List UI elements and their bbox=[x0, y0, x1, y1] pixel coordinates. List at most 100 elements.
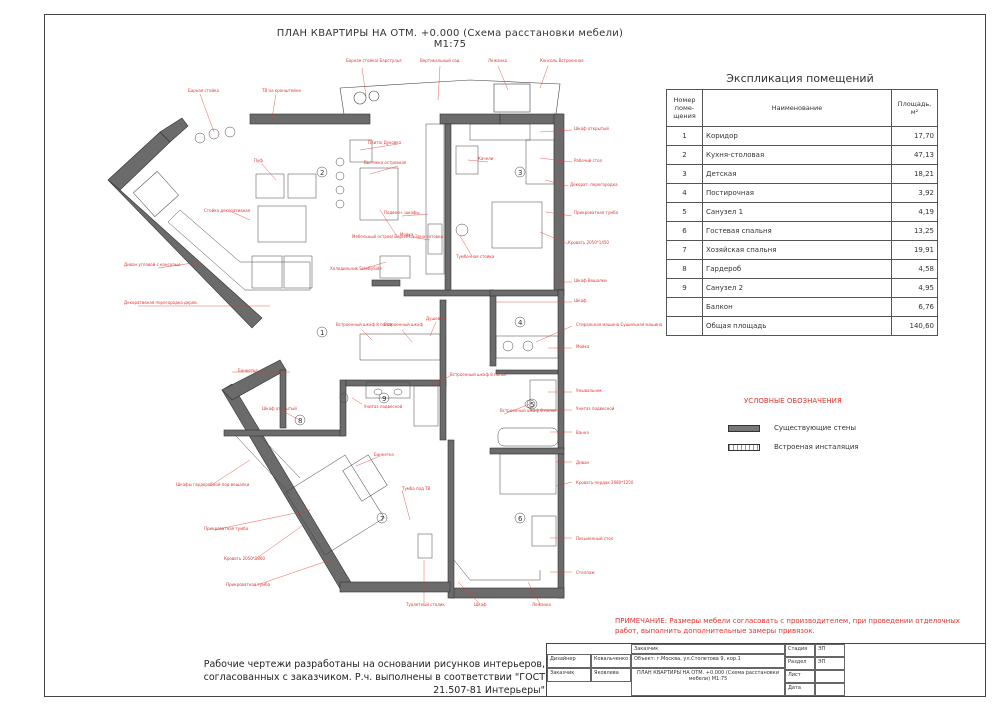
plan-label: Туалетный столик bbox=[405, 602, 445, 607]
col-header-area: Площадь, м² bbox=[891, 89, 938, 127]
stamp-stage-label: Стадия bbox=[785, 644, 815, 657]
plan-label: Вертикальный сад bbox=[420, 58, 460, 63]
cell-name: Санузел 1 bbox=[702, 202, 892, 222]
drawing-frame bbox=[44, 14, 986, 697]
cell-area: 19,91 bbox=[891, 240, 938, 260]
cell-area: 4,19 bbox=[891, 202, 938, 222]
plan-label: Декорат. перегородка bbox=[570, 182, 618, 187]
cell-num: 1 bbox=[666, 126, 703, 146]
cell-num: 9 bbox=[666, 278, 703, 298]
cell-area: 17,70 bbox=[891, 126, 938, 146]
table-header: Номер поме-щения Наименование Площадь, м… bbox=[666, 89, 938, 127]
plan-labels: Барная стойка/ Барстулья Вертикальный са… bbox=[124, 58, 663, 607]
plan-label: Стеллаж bbox=[576, 570, 595, 575]
cell-num: 2 bbox=[666, 145, 703, 165]
cell-num: 8 bbox=[666, 259, 703, 279]
plan-label: Шкаф открытый bbox=[262, 406, 297, 411]
total-area: 140,60 bbox=[891, 316, 938, 336]
plan-label: Шкаф bbox=[474, 602, 487, 607]
explication-table: Номер поме-щения Наименование Площадь, м… bbox=[666, 89, 938, 336]
plan-label: Стиральная машина Сушильная машина bbox=[576, 322, 663, 327]
plan-label: Шкаф Вешалки bbox=[574, 278, 607, 283]
room-number: 5 bbox=[530, 401, 534, 409]
wall-swatch bbox=[728, 424, 760, 432]
stamp-section: ЭП bbox=[815, 657, 845, 670]
room-numbers: 2 3 1 4 5 6 7 8 9 bbox=[294, 166, 538, 524]
plan-label: Унитаз подвесной bbox=[364, 404, 403, 409]
plan-label: Вытяжка островная bbox=[364, 160, 407, 165]
plan-label: Кровать-чердак 2080*1250 bbox=[576, 480, 634, 485]
plan-label: Душевая bbox=[426, 316, 445, 321]
cell-area: 18,21 bbox=[891, 164, 938, 184]
cell-name: Постирочная bbox=[702, 183, 892, 203]
stamp-designer-label: Дизайнер bbox=[547, 654, 591, 668]
legend-title: УСЛОВНЫЕ ОБОЗНАЧЕНИЯ bbox=[744, 397, 842, 405]
plan-label: Встроенный шкаф bbox=[384, 322, 424, 327]
plan-label: Пуф bbox=[254, 158, 263, 163]
plan-label: Лежанка bbox=[488, 58, 508, 63]
room-number: 4 bbox=[518, 319, 523, 327]
col-header-num: Номер поме-щения bbox=[666, 89, 703, 127]
plan-label: Диван bbox=[576, 460, 590, 465]
stamp-object: Объект: г.Москва, ул.Столетова 9, кор.1 bbox=[631, 654, 785, 668]
stamp-stage: ЭП bbox=[815, 644, 845, 657]
legend-walls: Существующие стены bbox=[728, 424, 856, 432]
cell-name: Балкон bbox=[702, 297, 892, 317]
plan-label: Стойка декоративная bbox=[204, 208, 251, 213]
stamp-sheet-label: Лист bbox=[785, 670, 815, 683]
plan-label: Письменный стол bbox=[576, 536, 614, 541]
plan-label: Барная стойка/ Барстулья bbox=[346, 58, 402, 63]
stamp-sheet-title: ПЛАН КВАРТИРЫ НА ОТМ. +0.000 (Схема расс… bbox=[631, 668, 785, 696]
room-number: 2 bbox=[320, 169, 324, 177]
room-number: 8 bbox=[298, 417, 302, 425]
plan-label: Ванна bbox=[576, 430, 589, 435]
cell-name: Детская bbox=[702, 164, 892, 184]
stamp-client-label: Заказчик bbox=[547, 668, 591, 682]
plan-label: Качели bbox=[478, 156, 494, 161]
cell-num bbox=[666, 297, 703, 317]
plan-label: ТВ на кронштейне bbox=[261, 88, 301, 93]
cell-num: 5 bbox=[666, 202, 703, 222]
stamp-designer-name: Ковальченко bbox=[591, 654, 631, 668]
legend-installation-label: Встроеная инсталяция bbox=[774, 443, 859, 451]
leader-lines bbox=[138, 65, 573, 605]
stamp-sheet bbox=[815, 670, 845, 683]
note: ПРИМЕЧАНИЕ: Размеры мебели согласовать с… bbox=[615, 617, 960, 635]
plan-label: Подвесн. шкафы bbox=[384, 210, 420, 215]
plan-label: Прикроватная тумба bbox=[226, 582, 271, 587]
plan-label: Шкафы гардеробной под вешалки bbox=[176, 482, 250, 487]
room-number: 7 bbox=[380, 515, 384, 523]
title-block: Заказчик Дизайнер Ковальченко Заказчик Я… bbox=[546, 643, 986, 697]
plan-label: Диван угловой с консолью bbox=[124, 262, 181, 267]
table-total-row: Общая площадь 140,60 bbox=[666, 316, 938, 336]
legend-installation: Встроеная инсталяция bbox=[728, 443, 859, 451]
cell-name: Гостевая спальня bbox=[702, 221, 892, 241]
plan-label: Умывальник bbox=[576, 388, 603, 393]
cell-num: 7 bbox=[666, 240, 703, 260]
plan-label: Рабочий стол bbox=[574, 158, 603, 163]
plan-label: Шкаф bbox=[574, 298, 587, 303]
plan-label: Мебельный остров/ Барн.ст.+Зона готовки bbox=[352, 234, 444, 239]
plan-label: Мойка bbox=[400, 232, 414, 237]
total-label: Общая площадь bbox=[702, 316, 892, 336]
plan-label: Встроенный шкаф 8 полок bbox=[336, 322, 393, 327]
installation-swatch bbox=[728, 443, 760, 451]
plan-label: Тумба под ТВ bbox=[401, 486, 431, 491]
room-number: 9 bbox=[382, 395, 386, 403]
plan-title: ПЛАН КВАРТИРЫ НА ОТМ. +0.000 (Схема расс… bbox=[276, 28, 624, 50]
room-number: 3 bbox=[518, 169, 522, 177]
plan-label: Холодильник SideBySide bbox=[330, 266, 382, 271]
cell-name: Кухня-столовая bbox=[702, 145, 892, 165]
cell-area: 6,76 bbox=[891, 297, 938, 317]
plan-label: Тумбочная стойка bbox=[455, 254, 495, 259]
furniture bbox=[133, 123, 559, 581]
plan-label: Консоль Встроенная bbox=[540, 58, 584, 63]
stamp-section-label: Раздел bbox=[785, 657, 815, 670]
